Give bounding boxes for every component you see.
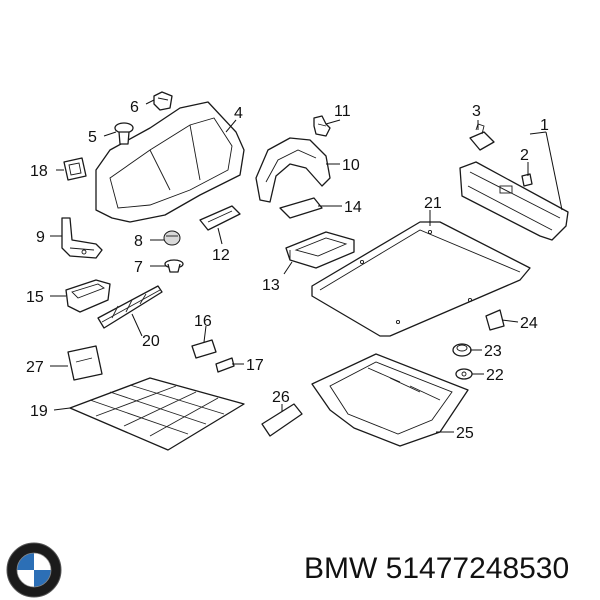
callout-9: 9 xyxy=(36,229,45,246)
callout-10: 10 xyxy=(342,157,360,174)
callout-23: 23 xyxy=(484,343,502,360)
part-14-pad xyxy=(279,197,323,219)
part-17-tag xyxy=(215,357,235,373)
callout-22: 22 xyxy=(486,367,504,384)
callout-8: 8 xyxy=(134,233,143,250)
callout-7: 7 xyxy=(134,259,143,276)
callout-1: 1 xyxy=(540,117,549,134)
part-2-clip xyxy=(521,173,533,187)
part-23-grommet xyxy=(452,343,472,357)
part-3-latch xyxy=(469,123,495,151)
callout-27: 27 xyxy=(26,359,44,376)
part-22-grommet xyxy=(455,368,473,380)
part-13-tray xyxy=(285,231,355,269)
part-15-storage-tray xyxy=(65,279,111,313)
callout-26: 26 xyxy=(272,389,290,406)
callout-4: 4 xyxy=(234,105,243,122)
part-19-cargo-net xyxy=(69,377,245,451)
part-24-hook xyxy=(485,309,505,331)
part-18-block xyxy=(63,157,87,181)
bmw-logo xyxy=(6,542,62,598)
callout-19: 19 xyxy=(30,403,48,420)
callout-11: 11 xyxy=(334,103,351,120)
part-4-left-side-trim xyxy=(95,101,245,223)
part-26-mat xyxy=(261,403,303,437)
callout-5: 5 xyxy=(88,129,97,146)
part-6-clip xyxy=(153,91,173,111)
callout-18: 18 xyxy=(30,163,48,180)
part-12-strip xyxy=(199,205,241,231)
part-25-storage-tub xyxy=(311,353,469,447)
callout-14: 14 xyxy=(344,199,362,216)
part-20-net-pocket xyxy=(97,285,163,329)
callout-12: 12 xyxy=(212,247,230,264)
part-10-wheel-arch-cover xyxy=(255,137,331,203)
part-number-text: BMW 51477248530 xyxy=(304,552,570,585)
callout-24: 24 xyxy=(520,315,538,332)
callout-25: 25 xyxy=(456,425,474,442)
part-16-panel xyxy=(191,339,217,359)
leader-lines xyxy=(50,99,563,433)
part-1-rear-panel-trim xyxy=(459,161,569,241)
part-21-floor-cover xyxy=(311,221,531,337)
callout-3: 3 xyxy=(472,103,481,120)
part-7-clip xyxy=(164,259,184,273)
callout-17: 17 xyxy=(246,357,264,374)
part-5-push-clip xyxy=(114,122,134,145)
part-11-clip xyxy=(313,115,331,137)
part-9-bracket xyxy=(61,217,103,259)
part-8-clip xyxy=(163,230,181,246)
callout-21: 21 xyxy=(424,195,442,212)
callout-2: 2 xyxy=(520,147,529,164)
callout-6: 6 xyxy=(130,99,139,116)
callout-15: 15 xyxy=(26,289,44,306)
callout-16: 16 xyxy=(194,313,212,330)
callout-13: 13 xyxy=(262,277,280,294)
callout-20: 20 xyxy=(142,333,160,350)
part-27-cushion xyxy=(67,345,103,381)
callout-labels: 6 5 4 18 9 8 7 12 11 10 14 13 21 1 2 3 1… xyxy=(26,99,549,442)
